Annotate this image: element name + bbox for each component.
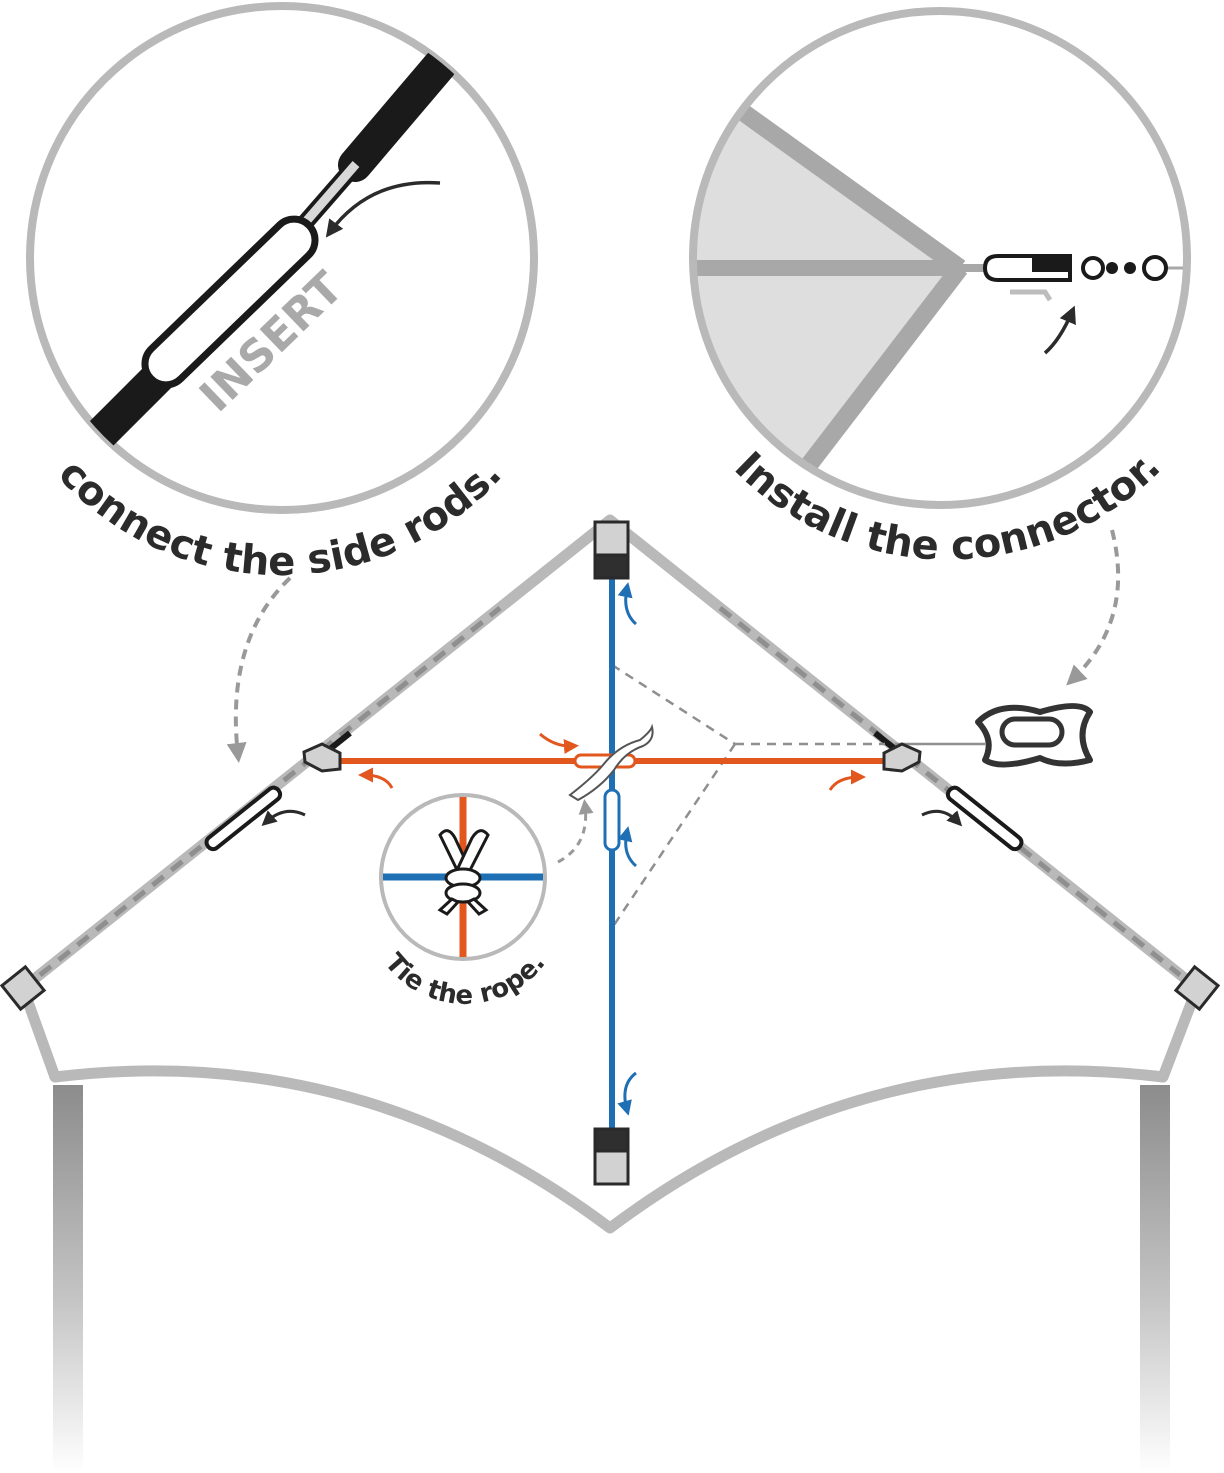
cross-spar [302, 723, 922, 802]
spar-left-connector-icon [302, 742, 342, 773]
pointer-arrow-install-connector [1066, 529, 1121, 686]
left-tail [53, 1085, 83, 1473]
right-rod-ferrule [945, 785, 1024, 852]
spine-top-arrow-icon [617, 582, 638, 626]
detail-tie-rope: Tie the rope. [379, 793, 551, 1011]
pointer-arrow-connect-rods [226, 576, 292, 763]
top-end-cap-icon [593, 520, 630, 580]
right-tail [1140, 1085, 1170, 1473]
spar-right-arrow-icon [828, 769, 866, 791]
insert-arrow-icon [325, 180, 441, 238]
detail-connect-side-rods: INSERT connect the side rods. [26, 2, 538, 585]
spine-ferrule [603, 788, 621, 852]
spar-left-arrow-icon [358, 767, 394, 789]
pointer-arrow-tie-rope [557, 799, 594, 864]
kite-outline [17, 514, 1203, 1234]
rod-ferrule-sleeve [141, 215, 319, 389]
right-wingtip-cap-icon [1173, 964, 1221, 1012]
sail-corner [693, 90, 960, 470]
knot-icon [437, 829, 490, 916]
spine-bottom-arrow-icon [617, 1071, 637, 1116]
left-ferrule-arrow-icon [261, 809, 306, 826]
right-ferrule-arrow-icon [921, 809, 963, 827]
spine-mid-arrow-icon [617, 826, 638, 868]
spar-center-arrow-icon [539, 732, 579, 754]
clip-arrow-icon [1043, 305, 1076, 355]
rope-at-cross-icon [568, 723, 654, 802]
upper-rod [338, 48, 457, 182]
kite-tails [53, 1085, 1170, 1473]
bottom-end-cap-icon [593, 1127, 630, 1186]
snap-swivel-icon [982, 254, 1168, 302]
spar-right-connector-icon [882, 742, 922, 773]
left-wingtip-cap-icon [0, 964, 47, 1012]
detail-install-connector: Install the connector. [689, 7, 1191, 570]
left-rod-ferrule [204, 785, 283, 852]
center-spine [593, 520, 638, 1186]
line-connector-icon [975, 703, 1093, 768]
bridle-lines [610, 663, 885, 929]
